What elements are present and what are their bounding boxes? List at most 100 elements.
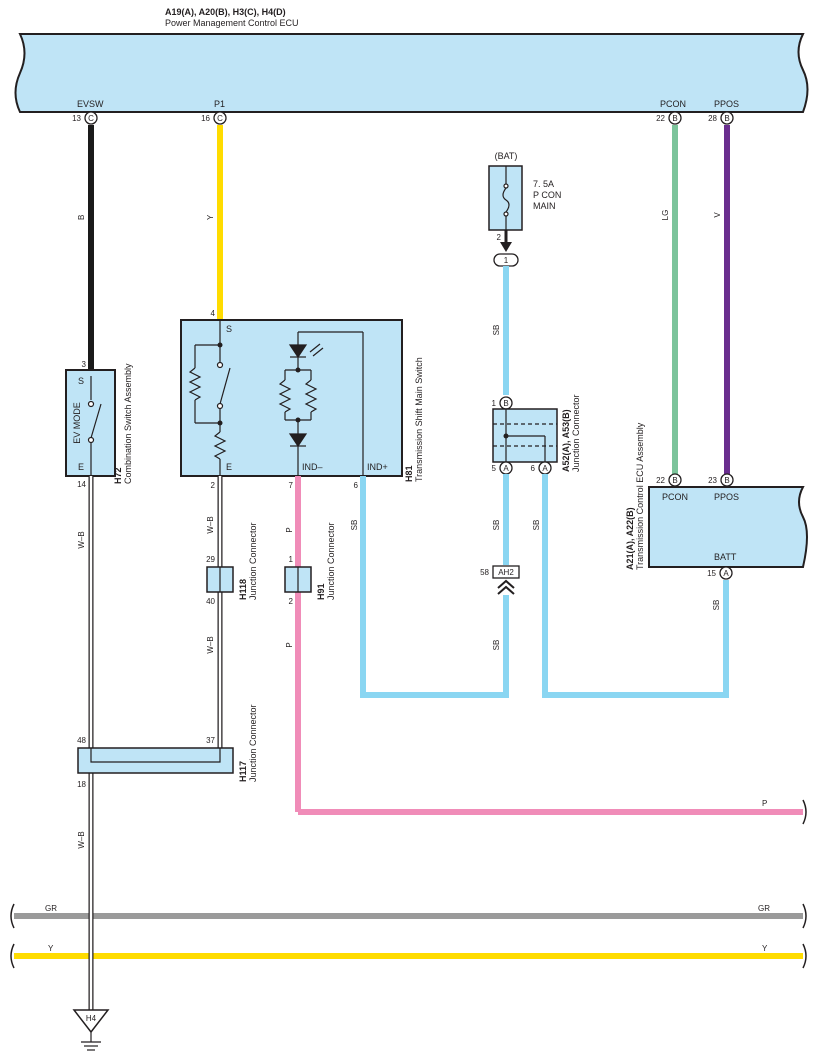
a52-junction [503, 433, 509, 439]
y-break-left [10, 943, 15, 969]
y-label-left: Y [48, 944, 54, 953]
a52-code: A52(A), A53(B) [561, 409, 571, 472]
ah2-chevron-2 [497, 585, 515, 595]
h91-pin-bot: 2 [289, 597, 294, 606]
fuse-conn: 1 [504, 256, 509, 265]
h118-pin-top: 29 [206, 555, 215, 564]
h117-pin-b: 18 [77, 780, 86, 789]
h81-pin-e: 2 [211, 481, 216, 490]
a52-conn-out2: A [542, 464, 548, 473]
tcu-box [648, 486, 808, 568]
gr-label-left: GR [45, 904, 57, 913]
tcu-term-batt: BATT [714, 552, 737, 562]
h81-box [180, 319, 403, 477]
y-label-right: Y [762, 944, 768, 953]
h117-inner-line [90, 748, 221, 763]
fuse-arrow [500, 242, 512, 252]
ecu-term-evsw: EVSW [77, 99, 104, 109]
ppos-top-pin: 28 [708, 114, 717, 123]
fuse-pin: 2 [497, 233, 502, 242]
ecu-term-ppos: PPOS [714, 99, 739, 109]
sb-label-fuse: SB [492, 325, 501, 336]
h81-pin-indp: 6 [354, 481, 359, 490]
sb-wire-ind [360, 476, 509, 698]
a52-pin-out2: 6 [531, 464, 536, 473]
p-label-2: P [285, 642, 294, 647]
ah2-chevron-1 [497, 579, 515, 589]
gr-break-right [802, 903, 807, 929]
evsw-pin: 13 [72, 114, 81, 123]
ppos-wire-label: V [713, 212, 722, 218]
h72-pin-s: 3 [82, 360, 87, 369]
tcu-batt-circle [719, 566, 733, 580]
wb-label-3: W–B [206, 516, 215, 533]
a52-name: Junction Connector [571, 394, 581, 472]
h72-switch-label: EV MODE [72, 402, 82, 444]
sb-label-a52-6: SB [532, 520, 541, 531]
a52-conn-out1: A [503, 464, 509, 473]
ah2-pin: 58 [480, 568, 489, 577]
h117-pin-r: 37 [206, 736, 215, 745]
wb-label-1: W–B [77, 531, 86, 548]
h117-box [77, 747, 234, 774]
h72-pin-e: 14 [77, 480, 86, 489]
evsw-connector-circle [84, 111, 98, 125]
h81-term-indp: IND+ [367, 462, 388, 472]
tcu-name: Transmission Control ECU Assembly [635, 422, 645, 570]
pcon-wire-label: LG [661, 210, 670, 221]
ecu-term-pcon: PCON [660, 99, 686, 109]
ppos-top-circle [720, 111, 734, 125]
gr-label-right: GR [758, 904, 770, 913]
h81-pin-indm: 7 [289, 481, 294, 490]
tcu-pcon-conn: B [672, 476, 677, 485]
h72-switch-symbol [87, 376, 102, 476]
p1-pin: 16 [201, 114, 210, 123]
ecu-top-name: Power Management Control ECU [165, 18, 299, 28]
y-break-right [802, 943, 807, 969]
a52-conn-in: B [503, 399, 508, 408]
pcon-top-pin: 22 [656, 114, 665, 123]
h81-pin-s: 4 [211, 309, 216, 318]
h72-term-s: S [78, 376, 84, 386]
h81-term-s: S [226, 324, 232, 334]
ecu-top-codes: A19(A), A20(B), H3(C), H4(D) [165, 7, 286, 17]
tcu-ppos-conn: B [724, 476, 729, 485]
ah2-box [492, 565, 520, 579]
tcu-term-ppos: PPOS [714, 492, 739, 502]
fuse-name2: MAIN [533, 201, 556, 211]
p-label-right: P [762, 799, 767, 808]
sb-wire-a52-6 [542, 474, 729, 698]
h81-name: Transmission Shift Main Switch [414, 357, 424, 482]
h118-name: Junction Connector [248, 522, 258, 600]
ground-label: H4 [86, 1014, 97, 1023]
h117-pin-l: 48 [77, 736, 86, 745]
h81-junction-3 [295, 367, 301, 373]
pcon-top-conn: B [672, 114, 677, 123]
h117-code: H117 [238, 761, 248, 782]
p1-wire-label: Y [206, 214, 215, 220]
h118-pin-bot: 40 [206, 597, 215, 606]
ah2-label: AH2 [498, 568, 514, 577]
a52-pin-out1: 5 [492, 464, 497, 473]
h81-junction-2 [217, 342, 223, 348]
a52-pin-in: 1 [492, 399, 497, 408]
evsw-conn: C [88, 114, 94, 123]
evsw-wire-label: B [77, 215, 86, 220]
p1-connector-circle [213, 111, 227, 125]
h81-term-e: E [226, 462, 232, 472]
p-break-right [802, 799, 807, 825]
fuse-rating: 7. 5A [533, 179, 554, 189]
tcu-pcon-pin: 22 [656, 476, 665, 485]
h81-junction-4 [295, 417, 301, 423]
wb-label-4: W–B [206, 636, 215, 653]
h81-term-indm: IND– [302, 462, 323, 472]
ecu-top-box [14, 33, 809, 113]
h81-junction-1 [217, 420, 223, 426]
tcu-code: A21(A), A22(B) [625, 507, 635, 570]
tcu-ppos-pin: 23 [708, 476, 717, 485]
h72-term-e: E [78, 462, 84, 472]
h91-pin-top: 1 [289, 555, 294, 564]
tcu-batt-conn: A [723, 569, 729, 578]
p1-conn: C [217, 114, 223, 123]
